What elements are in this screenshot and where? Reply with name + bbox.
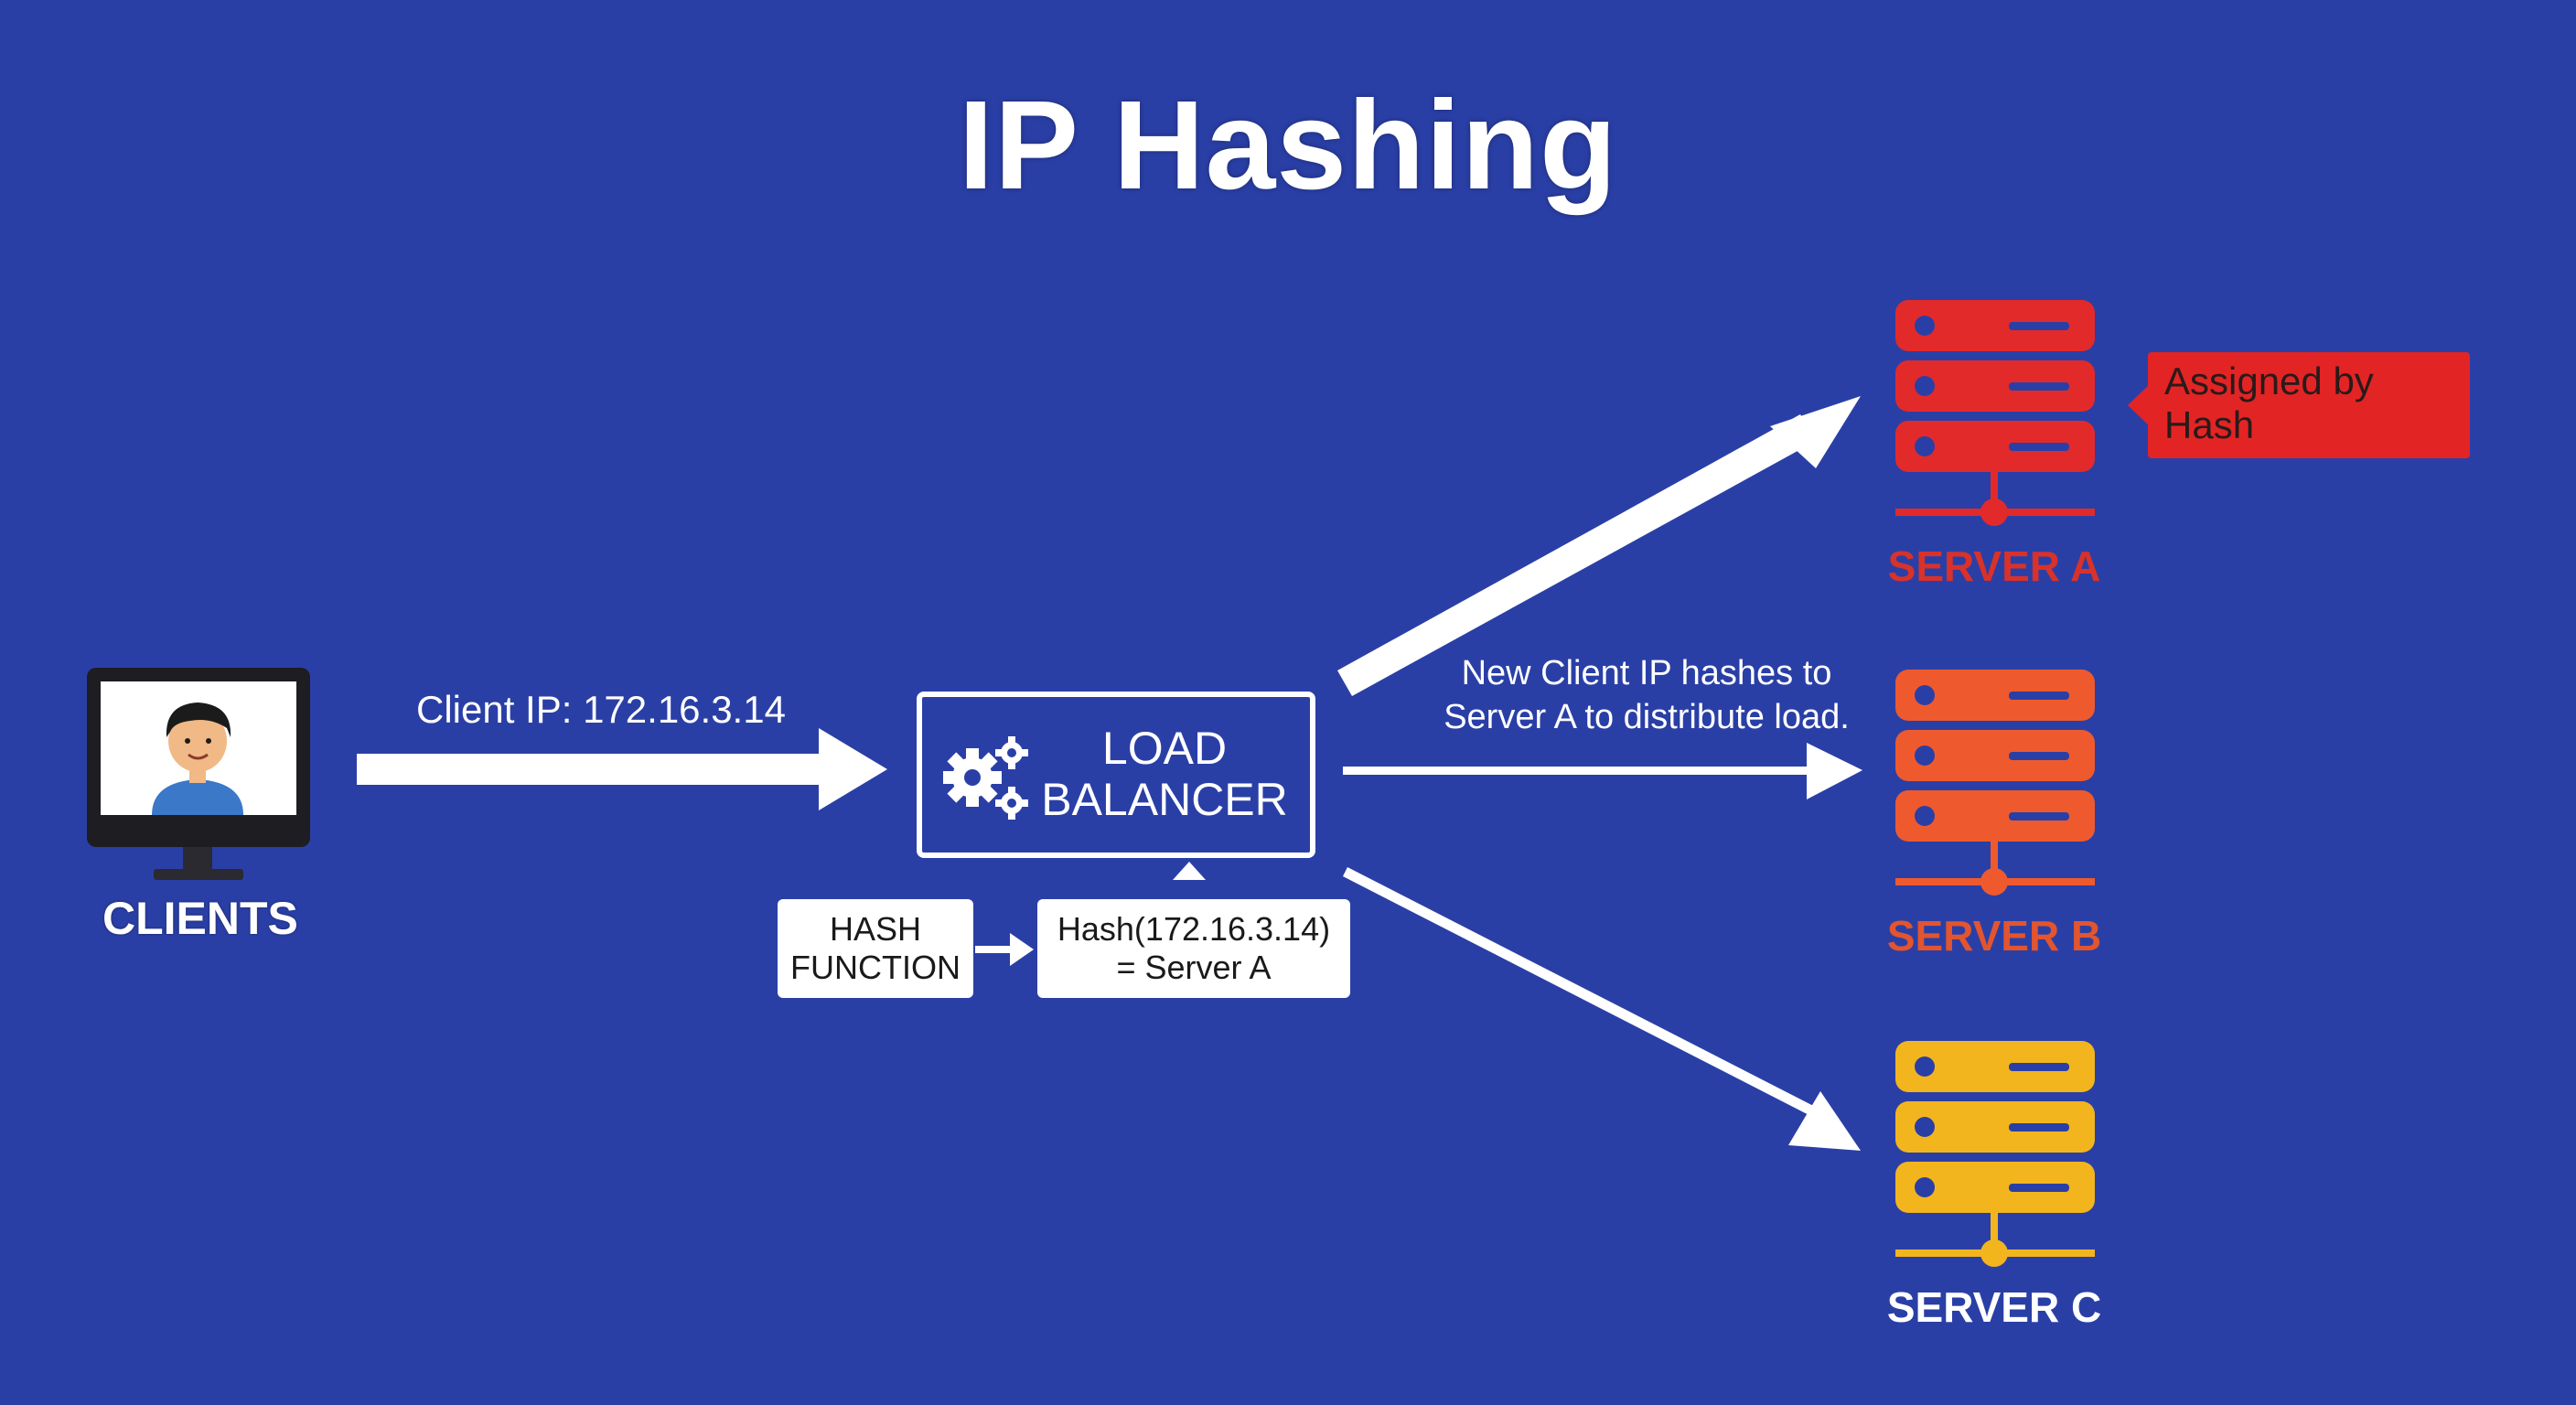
client-monitor-icon	[87, 668, 310, 880]
hash-flow-arrow	[975, 933, 1034, 966]
page-title: IP Hashing	[958, 75, 1618, 216]
hash-result-box: Hash(172.16.3.14) = Server A	[1037, 899, 1350, 998]
client-to-lb-arrow	[357, 728, 887, 810]
load-balancer-line-2: BALANCER	[1041, 774, 1288, 825]
server-c-label: SERVER C	[1886, 1283, 2102, 1331]
distribution-note: New Client IP hashes to Server A to dist…	[1444, 654, 1850, 736]
callout-pointer	[2128, 384, 2150, 426]
server-c-icon	[1895, 1041, 2095, 1267]
server-b-icon	[1895, 670, 2095, 896]
hash-result-line-2: = Server A	[1116, 949, 1272, 986]
lb-to-server-c-arrow	[1343, 867, 1861, 1151]
callout-line-1: Assigned by	[2164, 359, 2374, 402]
client-ip-label: Client IP: 172.16.3.14	[416, 688, 786, 731]
load-balancer-label: LOAD BALANCER	[1023, 723, 1306, 825]
server-a-label: SERVER A	[1887, 542, 2101, 590]
assigned-callout-text: Assigned by Hash	[2164, 359, 2457, 447]
hash-function-line-2: FUNCTION	[790, 949, 961, 986]
lb-to-server-b-arrow	[1343, 743, 1862, 799]
hash-function-box: HASH FUNCTION	[778, 899, 973, 998]
load-balancer-box	[917, 692, 1315, 858]
callout-line-2: Hash	[2164, 403, 2255, 446]
load-balancer-line-1: LOAD	[1101, 723, 1228, 774]
clients-label: CLIENTS	[102, 893, 298, 944]
server-b-label: SERVER B	[1886, 912, 2102, 960]
hash-function-line-1: HASH	[829, 910, 922, 948]
lb-to-server-a-arrow	[1337, 396, 1861, 696]
hash-result-line-1: Hash(172.16.3.14)	[1057, 910, 1331, 948]
assigned-callout	[2148, 352, 2470, 458]
hash-result-pointer	[1173, 862, 1206, 880]
server-a-icon	[1895, 300, 2095, 526]
